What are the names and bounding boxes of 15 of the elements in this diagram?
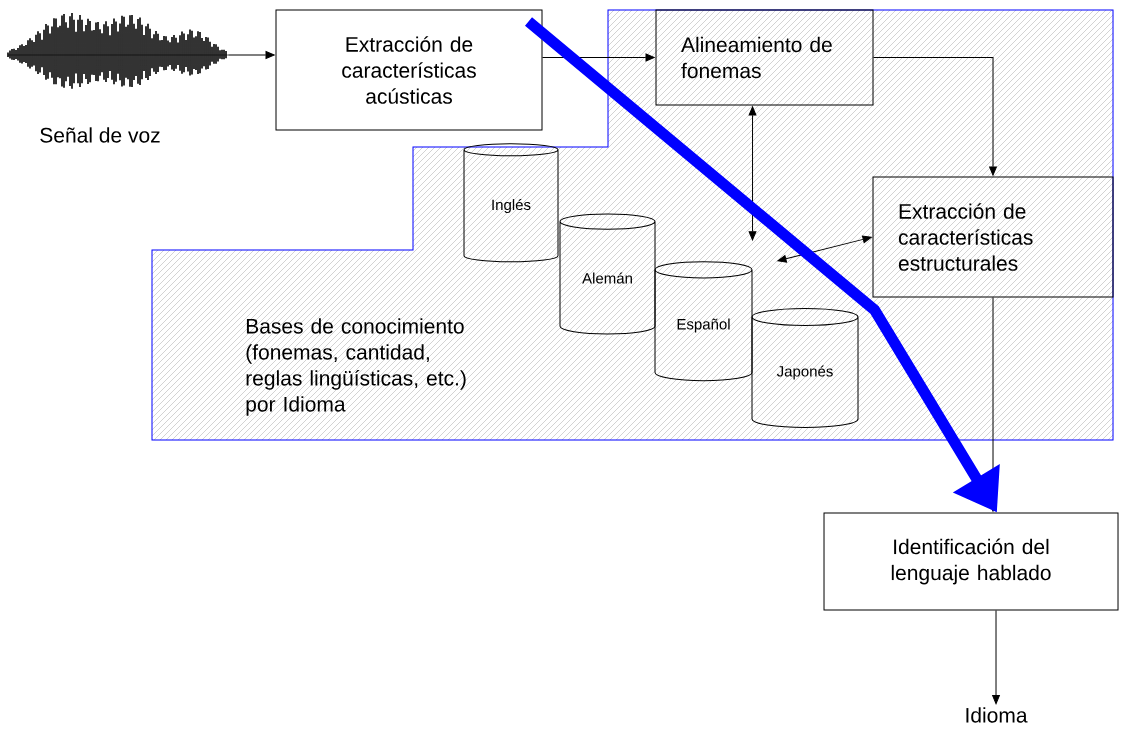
database-cylinder: Inglés [463,143,559,263]
process-box: Extracción de características estructurales [872,176,1114,298]
arrow [992,610,1000,705]
arrow [227,51,275,59]
database-cylinder: Japonés [751,308,859,428]
node-label: Señal de voz [40,127,160,143]
database-cylinder: Español [654,261,753,382]
process-box: Alineamiento de fonemas [655,9,874,106]
arrow [873,57,997,176]
database-cylinder: Alemán [559,213,656,335]
arrow [748,106,757,241]
process-box: Identificación del lenguaje hablado [823,512,1119,611]
process-box: Extracción de características acústicas [275,9,543,131]
waveform-drawing [7,12,229,90]
output-label: Idioma [966,707,1028,723]
